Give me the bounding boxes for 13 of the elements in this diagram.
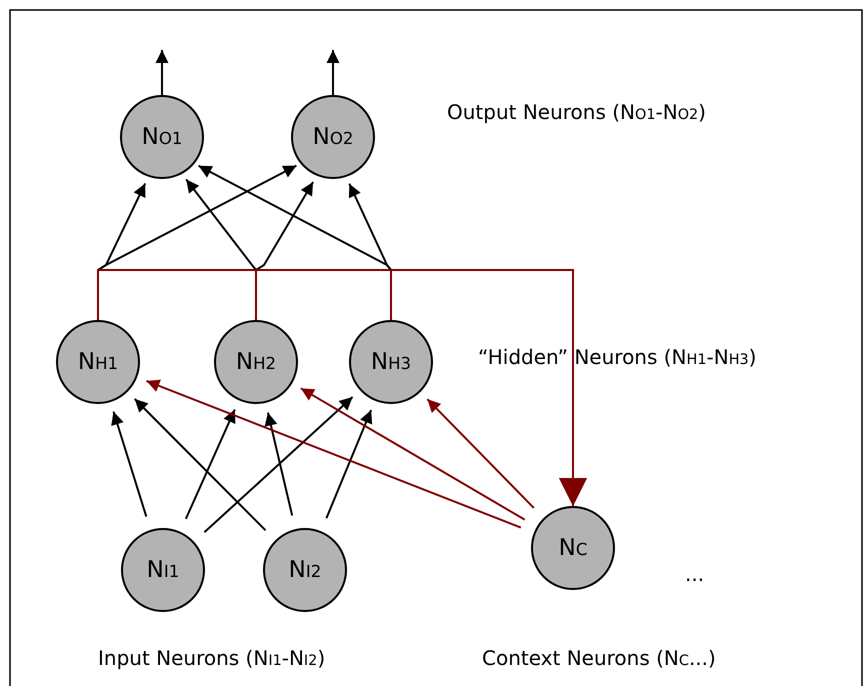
layer-label: ...	[685, 562, 704, 586]
arrow	[146, 380, 522, 529]
arrow	[204, 396, 354, 533]
arrow	[326, 50, 340, 95]
arrow	[184, 409, 236, 520]
arrow	[134, 398, 266, 532]
arrow	[111, 411, 148, 517]
arrow	[264, 412, 294, 516]
arrow	[300, 387, 526, 521]
arrow	[156, 50, 168, 95]
arrow	[390, 269, 587, 506]
arrow	[426, 398, 535, 509]
arrow	[325, 410, 372, 519]
